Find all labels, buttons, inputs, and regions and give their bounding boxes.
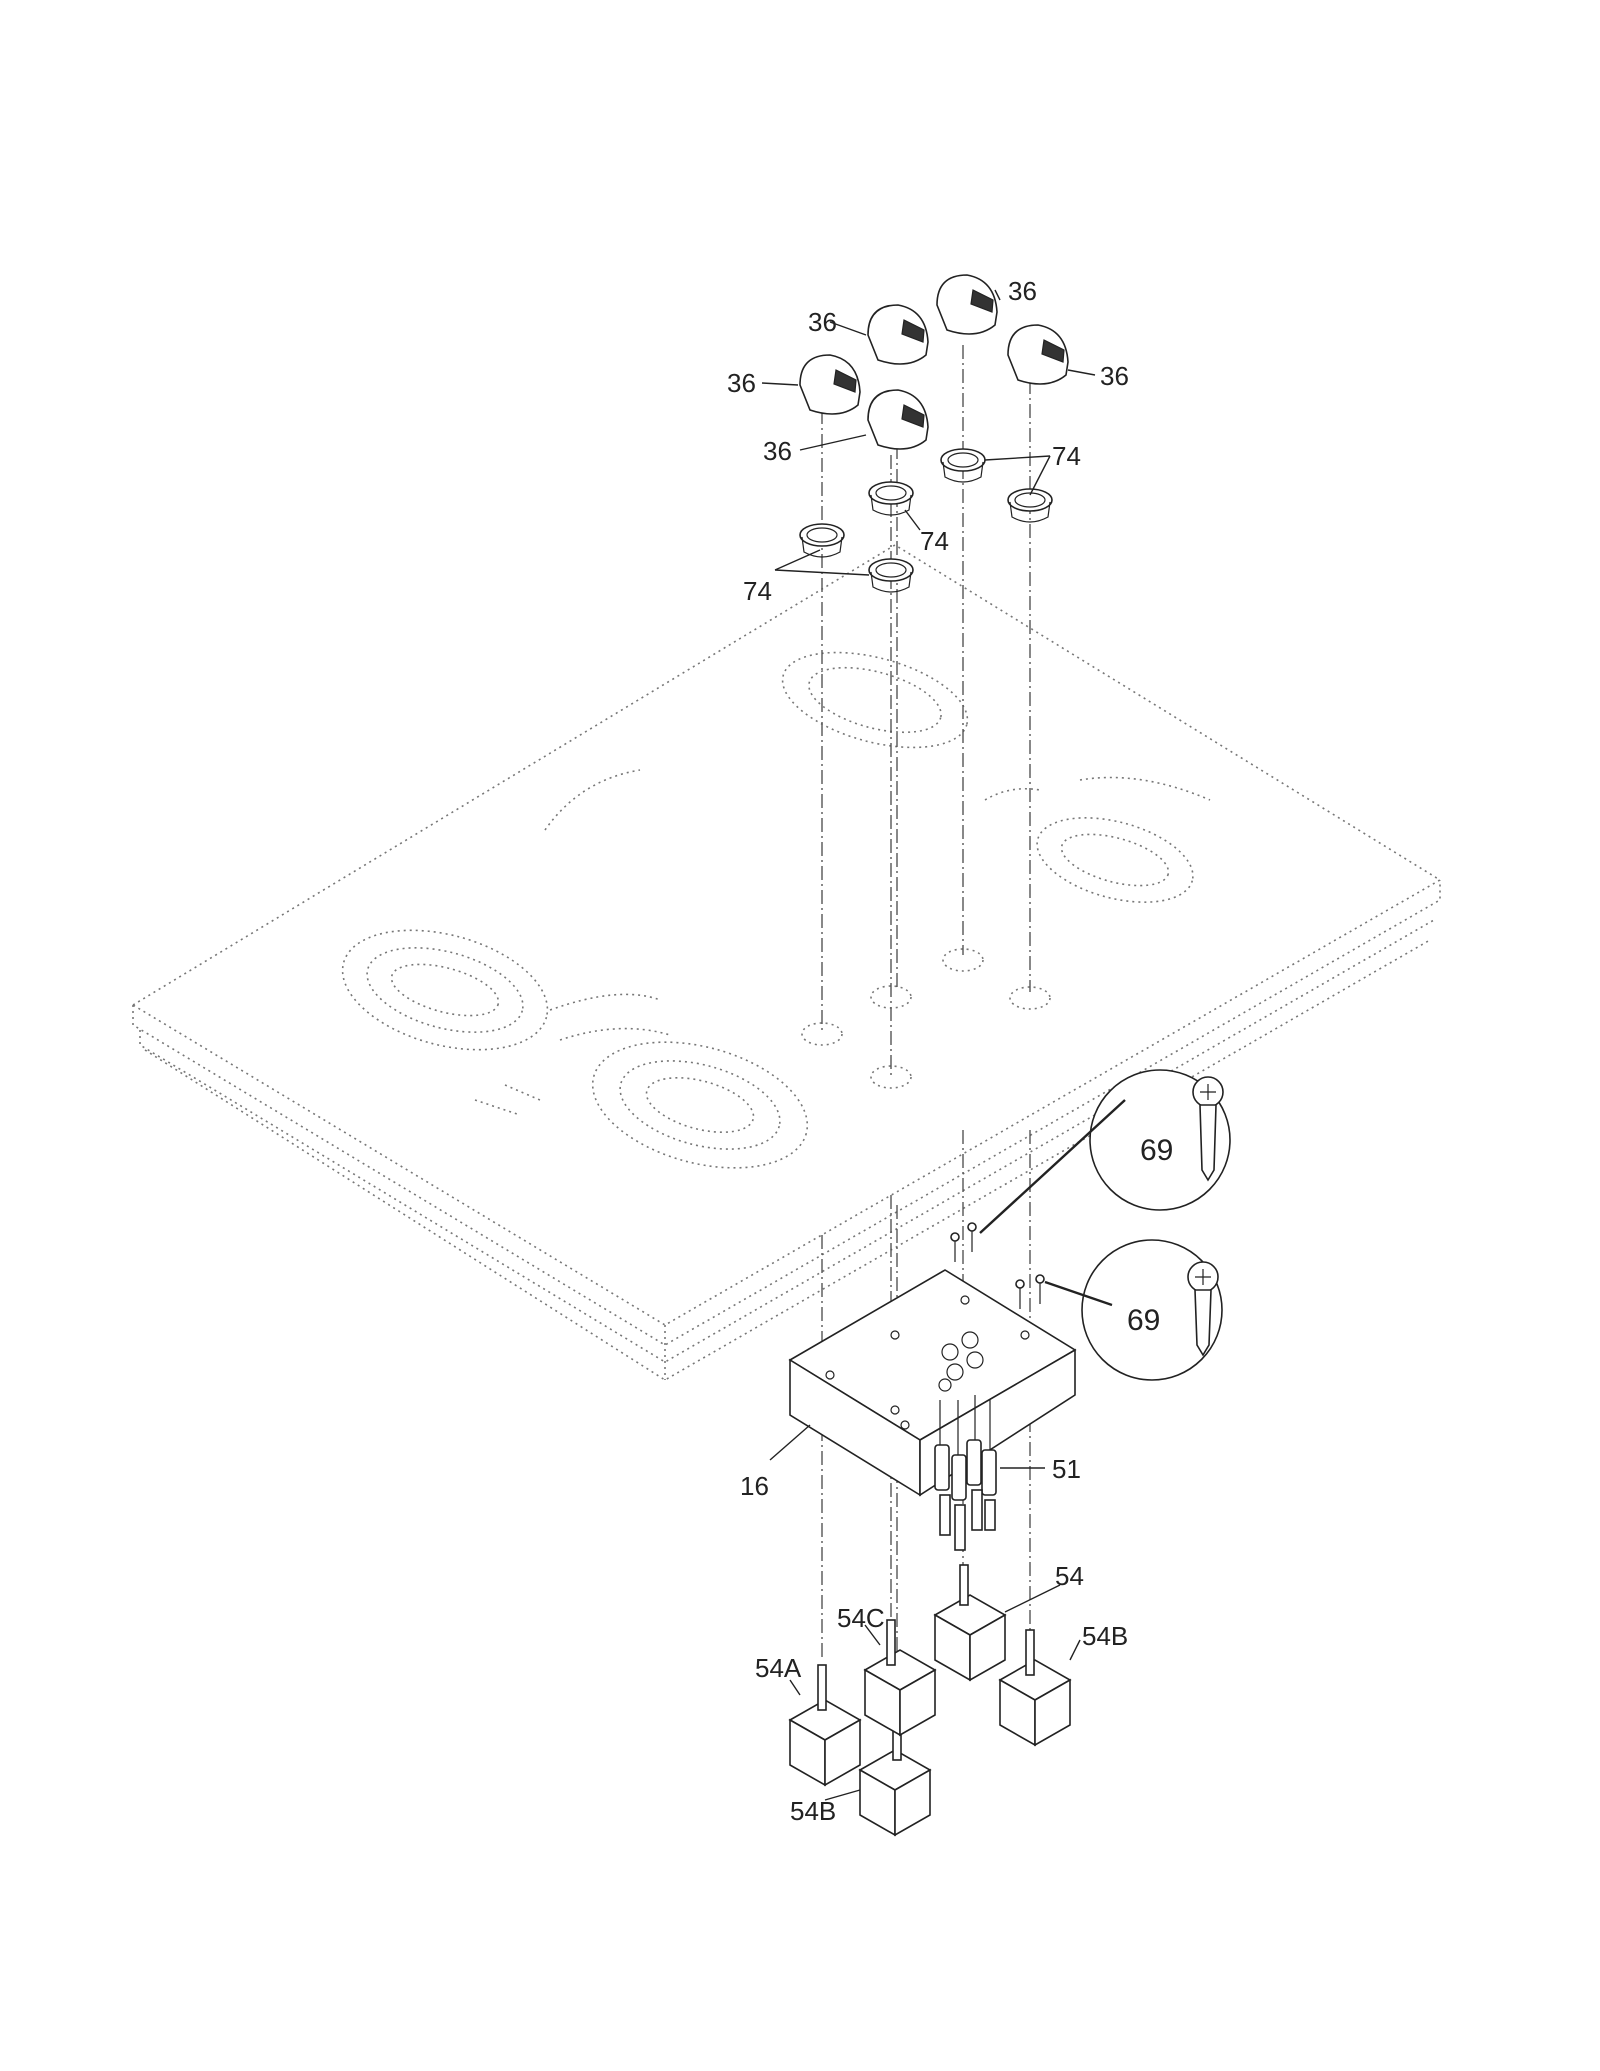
label-bezel-c: 74: [743, 576, 772, 606]
label-valve-54B-right: 54B: [1082, 1621, 1128, 1651]
bezel-74-b: [868, 481, 914, 516]
valve-54A: [788, 1664, 862, 1787]
label-valve-54A: 54A: [755, 1653, 802, 1683]
switch-block-51: [934, 1395, 997, 1551]
screw-detail-69-a: [979, 1069, 1231, 1234]
valve-54C: [863, 1619, 937, 1737]
knob-36-e: [867, 389, 929, 450]
label-knob-5: 36: [763, 436, 792, 466]
bezel-74-e: [868, 558, 914, 593]
label-knob-4: 36: [1100, 361, 1129, 391]
bezel-74-d: [1007, 488, 1053, 523]
screws: [950, 1222, 1045, 1309]
label-valve-54B-bottom: 54B: [790, 1796, 836, 1826]
screw-detail-69-b: [1044, 1239, 1223, 1381]
label-knob-2: 36: [808, 307, 837, 337]
label-bezel-b: 74: [920, 526, 949, 556]
label-screw-detail-2: 69: [1127, 1304, 1160, 1337]
knob-36-d: [1007, 324, 1069, 385]
leader-lines: [761, 289, 1096, 1801]
bezel-74-a: [799, 523, 845, 558]
label-knob-1: 36: [727, 368, 756, 398]
valve-54: [933, 1564, 1007, 1682]
knob-36-b: [867, 304, 929, 365]
label-bezel-a: 74: [1052, 441, 1081, 471]
bracket-16: [788, 1269, 1077, 1497]
valve-54B-right: [998, 1629, 1072, 1747]
label-bracket: 16: [740, 1471, 769, 1501]
bezel-74-c: [940, 448, 986, 483]
cooktop-glass: [131, 544, 1442, 1381]
label-valve-54C: 54C: [837, 1603, 885, 1633]
label-knob-3: 36: [1008, 276, 1037, 306]
knob-36-c: [936, 274, 998, 335]
valve-54B-bottom: [858, 1709, 932, 1837]
label-switch-block: 51: [1052, 1454, 1081, 1484]
label-screw-detail-1: 69: [1140, 1134, 1173, 1167]
callout-labels: 36 36 36 36 36 74 74 74 16 51 69 69 54 5…: [727, 276, 1173, 1826]
knob-36-a: [799, 354, 861, 415]
label-valve-54: 54: [1055, 1561, 1084, 1591]
